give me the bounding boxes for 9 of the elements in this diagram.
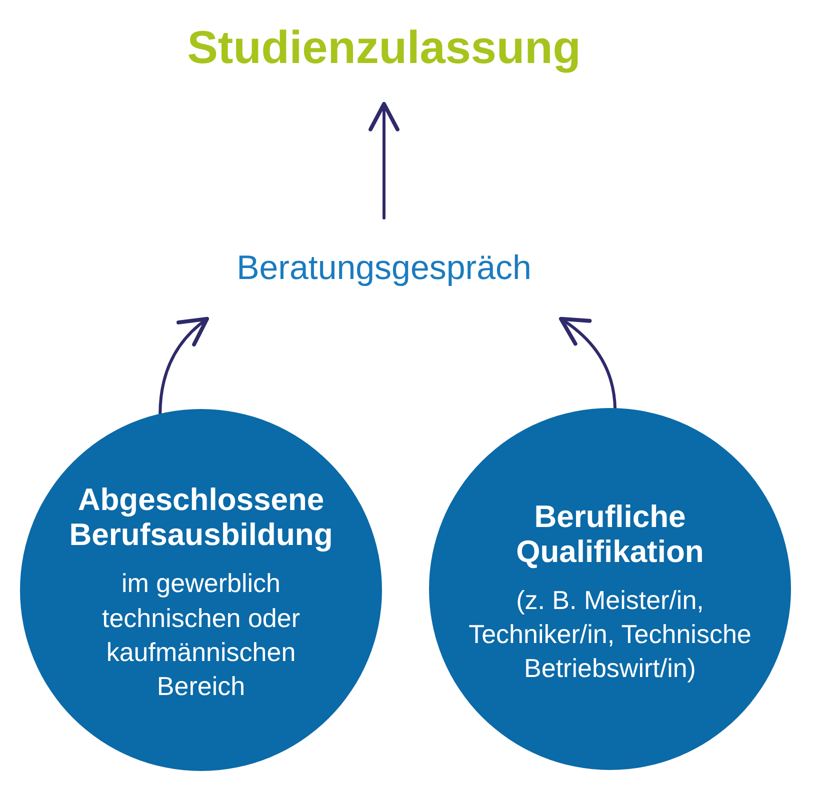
arrow [558,316,617,411]
circle-heading: Berufliche Qualifikation [515,498,705,569]
arrow [368,102,400,220]
circle-description: im gewerblich technischen oder kaufmännischen Bereich [100,567,302,704]
circle-heading: Abgeschlossene Berufsausbildung [68,482,334,552]
step-label: Beratungsgespräch [236,248,532,289]
arrow [158,316,210,416]
circle-description: (z. B. Meister/in, Techniker/in, Technische Betriebswirt/in) [468,584,752,686]
goal-label: Studienzulassung [187,21,581,74]
